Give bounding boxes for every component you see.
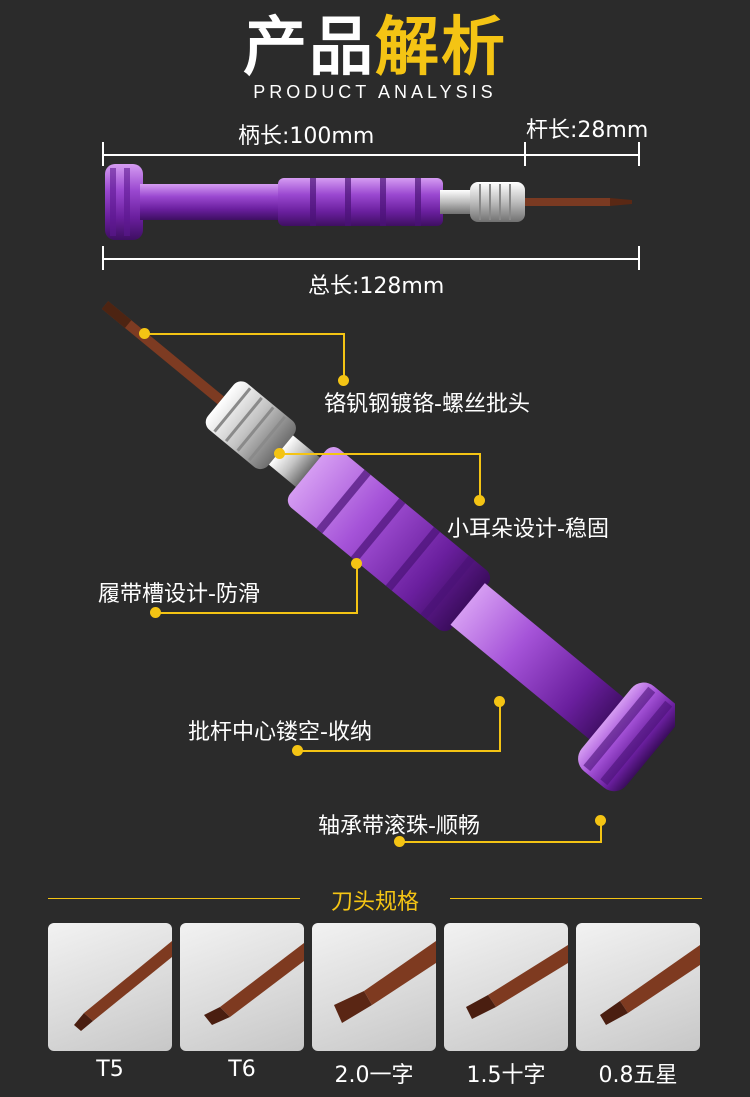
callout-dot-storage-end [292,745,303,756]
total-length-label: 总长:128mm [308,274,445,299]
spec-divider-right [450,898,702,899]
bit-t6-image [204,943,304,1025]
screwdriver-diagonal-image [101,301,675,792]
bit-thumb-t5 [48,923,172,1051]
page-title: 产品解析 [0,8,750,88]
spec-divider-left [48,898,300,899]
bottom-dimension-tick-left [102,246,104,270]
callout-leader-storage-h [297,750,501,752]
top-dimension-line [103,154,640,156]
callout-leader-grooves-v [356,563,358,613]
bit-thumb-slot-2-0 [312,923,436,1051]
bit-label-t6: T6 [228,1057,256,1082]
bit-thumb-pentalobe-0-8 [576,923,700,1051]
bit-slot-image [334,941,436,1023]
callout-leader-ears-v [479,453,481,498]
callout-leader-bit-v [343,333,345,377]
title-yellow-part: 解析 [375,11,507,85]
bottom-dimension-line [103,258,640,260]
bit-pentalobe-image [600,945,700,1025]
handle-length-label: 柄长:100mm [238,124,375,149]
callout-label-bit: 铬钒钢镀铬-螺丝批头 [324,392,530,417]
callout-label-bearing: 轴承带滚珠-顺畅 [318,814,480,839]
shaft-length-label: 杆长:28mm [526,118,649,143]
callout-label-ears: 小耳朵设计-稳固 [447,517,609,542]
spec-section-title: 刀头规格 [330,890,419,915]
callout-dot-bit-end [338,375,349,386]
callout-leader-bearing-h [400,841,602,843]
callout-leader-bearing-v [600,820,602,842]
bit-thumb-t6 [180,923,304,1051]
bit-t5-image [74,941,172,1031]
callout-leader-bit-h [144,333,344,335]
top-dimension-tick-mid [524,142,526,166]
callout-dot-grooves-end [150,607,161,618]
screwdriver-horizontal-image [105,164,632,240]
callout-dot-ears-end [474,495,485,506]
bottom-dimension-tick-right [638,246,640,270]
bit-label-phillips: 1.5十字 [466,1063,546,1088]
callout-dot-ears [274,448,285,459]
bit-label-slot: 2.0一字 [334,1063,414,1088]
bit-label-pentalobe: 0.8五星 [598,1063,678,1088]
bit-thumb-phillips-1-5 [444,923,568,1051]
top-dimension-tick-left [102,142,104,166]
callout-leader-storage-v [499,701,501,751]
callout-leader-grooves-h [156,612,358,614]
callout-dot-bearing-end [394,836,405,847]
callout-leader-ears-h [280,453,480,455]
title-white-part: 产品 [243,11,375,85]
bit-phillips-image [466,945,568,1019]
callout-label-grooves: 履带槽设计-防滑 [98,582,260,607]
callout-label-storage: 批杆中心镂空-收纳 [188,720,372,745]
page-subtitle: PRODUCT ANALYSIS [253,82,497,102]
bit-label-t5: T5 [96,1057,124,1082]
top-dimension-tick-right [638,142,640,166]
